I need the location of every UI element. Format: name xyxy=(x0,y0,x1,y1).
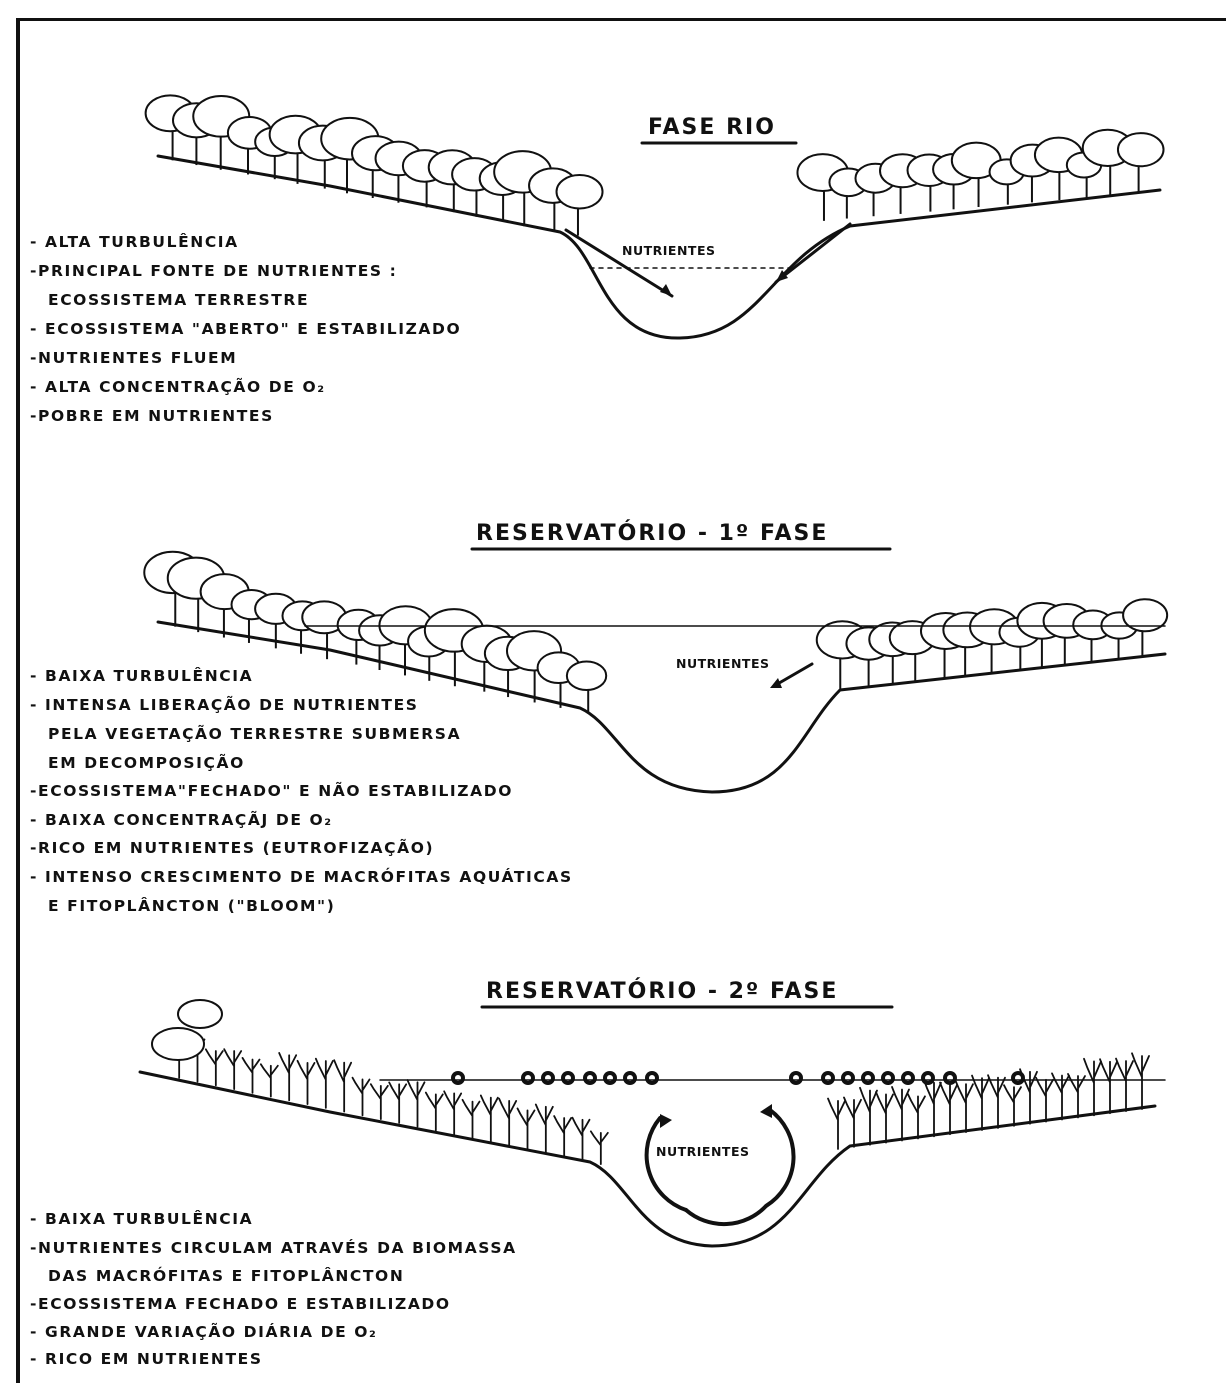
dead-tree-icon xyxy=(426,1093,443,1131)
bullet-line: -ECOSSISTEMA FECHADO E ESTABILIZADO xyxy=(30,1295,451,1313)
bullet-line: -NUTRIENTES CIRCULAM ATRAVÉS DA BIOMASSA xyxy=(30,1238,517,1257)
nutrients-label: NUTRIENTES xyxy=(622,243,715,258)
dead-forest-right-bank xyxy=(828,1053,1149,1149)
bullet-line: -ECOSSISTEMA"FECHADO" E NÃO ESTABILIZADO xyxy=(30,781,513,800)
panel-reservatorio-2-fase: RESERVATÓRIO - 2º FASE NUTRIENTES - BAIX… xyxy=(30,978,1165,1368)
dead-tree-icon xyxy=(499,1099,516,1146)
bullet-line: - ALTA CONCENTRAÇÃO DE O₂ xyxy=(30,377,326,396)
cycle-arrow-head-icon xyxy=(660,1114,672,1128)
dead-tree-icon xyxy=(876,1092,893,1143)
panel-fase-rio: FASE RIO NUTRIENTES - ALTA TURBULÊNCIA -… xyxy=(30,95,1164,425)
bullet-line: - INTENSA LIBERAÇÃO DE NUTRIENTES xyxy=(30,695,419,714)
dead-tree-icon xyxy=(444,1091,461,1134)
panel-reservatorio-1-fase: RESERVATÓRIO - 1º FASE NUTRIENTES - BAIX… xyxy=(30,520,1167,915)
bullet-line: - INTENSO CRESCIMENTO DE MACRÓFITAS AQUÁ… xyxy=(30,867,573,886)
dead-tree-icon xyxy=(1116,1059,1133,1112)
bullet-line: EM DECOMPOSIÇÃO xyxy=(48,753,245,772)
bullet-line: E FITOPLÂNCTON ("BLOOM") xyxy=(48,896,335,915)
panel-title: FASE RIO xyxy=(648,115,776,140)
dead-tree-icon xyxy=(1004,1085,1021,1126)
bullet-line: - RICO EM NUTRIENTES xyxy=(30,1350,263,1368)
dead-tree-icon xyxy=(206,1049,223,1085)
nutrient-flow-arrow-right xyxy=(776,224,850,282)
dead-tree-icon xyxy=(389,1082,406,1122)
dead-tree-icon xyxy=(243,1058,260,1093)
dead-tree-icon xyxy=(1100,1059,1117,1113)
dead-tree-icon xyxy=(463,1100,480,1138)
forest-right-bank xyxy=(797,130,1163,221)
nutrients-label: NUTRIENTES xyxy=(676,656,769,671)
dead-tree-icon xyxy=(298,1061,315,1104)
dead-tree-icon xyxy=(334,1060,351,1111)
bullet-line: - BAIXA TURBULÊNCIA xyxy=(30,1209,253,1228)
dead-forest-left-bank xyxy=(152,1000,608,1164)
floating-macrophytes xyxy=(451,1071,1025,1085)
dead-tree-icon xyxy=(988,1075,1005,1128)
dead-tree-icon xyxy=(908,1094,925,1138)
dead-tree-icon xyxy=(972,1076,989,1130)
nutrient-cycle-arc-bottom xyxy=(686,1110,794,1224)
dead-tree-icon xyxy=(573,1118,590,1161)
dead-tree-icon xyxy=(536,1105,553,1153)
nutrient-cycle-arc-left xyxy=(647,1118,686,1210)
dead-tree-icon xyxy=(554,1116,571,1157)
dead-tree-icon xyxy=(844,1098,861,1147)
dead-tree-icon xyxy=(591,1131,608,1164)
dead-tree-icon xyxy=(1132,1053,1149,1109)
dead-tree-icon xyxy=(371,1084,388,1119)
dead-tree-icon xyxy=(860,1088,877,1145)
dead-tree-icon xyxy=(518,1108,535,1149)
bullet-line: -RICO EM NUTRIENTES (EUTROFIZAÇÃO) xyxy=(30,838,434,857)
tree-crown-icon xyxy=(178,1000,222,1028)
dead-tree-icon xyxy=(892,1087,909,1141)
bullet-line: - BAIXA CONCENTRAÇÃJ DE O₂ xyxy=(30,810,333,829)
cycle-arrow-head-icon xyxy=(760,1104,772,1118)
bullet-line: -NUTRIENTES FLUEM xyxy=(30,349,237,367)
panel-title: RESERVATÓRIO - 1º FASE xyxy=(476,520,828,546)
tree-crown-icon xyxy=(1118,133,1164,166)
dead-tree-icon xyxy=(316,1059,333,1108)
nutrients-label: NUTRIENTES xyxy=(656,1144,749,1159)
bullet-line: - BAIXA TURBULÊNCIA xyxy=(30,666,253,685)
bullet-line: - ECOSSISTEMA "ABERTO" E ESTABILIZADO xyxy=(30,320,461,338)
dead-tree-icon xyxy=(1036,1078,1053,1122)
dead-tree-icon xyxy=(261,1064,278,1096)
dead-tree-icon xyxy=(956,1082,973,1132)
panel-title: RESERVATÓRIO - 2º FASE xyxy=(486,978,838,1004)
dead-tree-icon xyxy=(408,1080,425,1127)
dead-tree-icon xyxy=(924,1080,941,1136)
bullet-line: ECOSSISTEMA TERRESTRE xyxy=(48,291,309,309)
tree-crown-icon xyxy=(152,1028,204,1060)
bullet-line: - GRANDE VARIAÇÃO DIÁRIA DE O₂ xyxy=(30,1322,377,1341)
tree-crown-icon xyxy=(557,175,603,208)
bullet-line: -POBRE EM NUTRIENTES xyxy=(30,407,274,425)
dead-tree-icon xyxy=(940,1083,957,1135)
dead-tree-icon xyxy=(1084,1059,1101,1116)
bullet-line: PELA VEGETAÇÃO TERRESTRE SUBMERSA xyxy=(48,724,461,743)
dead-tree-icon xyxy=(481,1095,498,1141)
arrow-head-icon xyxy=(660,284,672,296)
bullet-line: - ALTA TURBULÊNCIA xyxy=(30,232,239,251)
bullet-line: DAS MACRÓFITAS E FITOPLÂNCTON xyxy=(48,1266,404,1285)
dead-tree-icon xyxy=(224,1049,241,1089)
dead-tree-icon xyxy=(353,1078,370,1116)
dead-tree-icon xyxy=(279,1053,296,1100)
tree-crown-icon xyxy=(567,661,606,690)
nutrient-flow-arrow-left xyxy=(566,230,672,296)
forest-right-bank xyxy=(817,599,1167,688)
dead-tree-icon xyxy=(828,1099,845,1149)
bullet-line: -PRINCIPAL FONTE DE NUTRIENTES : xyxy=(30,262,397,280)
